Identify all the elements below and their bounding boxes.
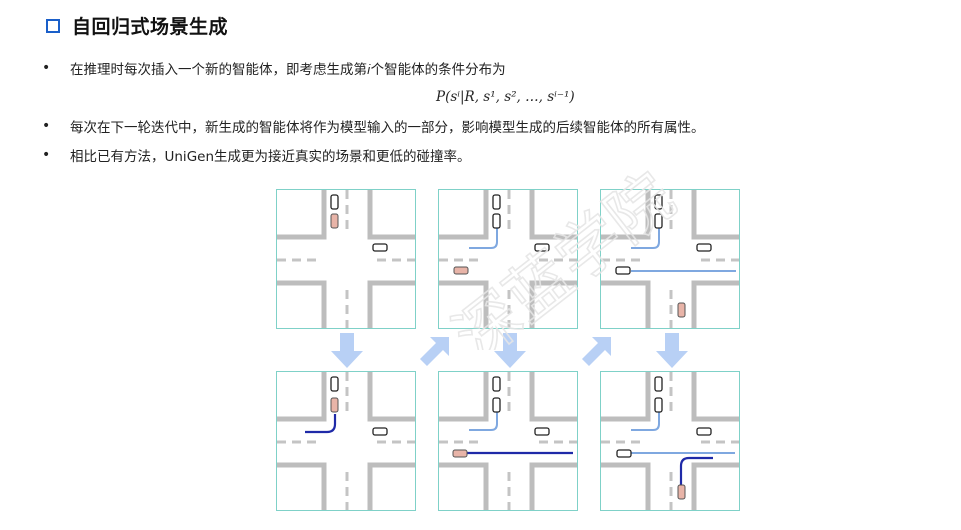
trajectory-icon bbox=[679, 456, 713, 485]
road-layout bbox=[277, 190, 415, 328]
bullet-text: 在推理时每次插入一个新的智能体，即考虑生成第𝑖个智能体的条件分布为 bbox=[70, 62, 506, 78]
road-layout bbox=[439, 190, 577, 328]
arrow-down-icon bbox=[656, 333, 688, 368]
car-icon bbox=[492, 213, 501, 229]
arrow-down-icon bbox=[494, 333, 526, 368]
road-layout bbox=[277, 372, 415, 510]
car-icon bbox=[534, 427, 550, 436]
car-icon bbox=[492, 194, 501, 210]
road-layout bbox=[601, 372, 739, 510]
car-icon bbox=[492, 397, 501, 413]
road-layout bbox=[439, 372, 577, 510]
new-agent-icon bbox=[677, 302, 686, 318]
car-icon bbox=[330, 194, 339, 210]
new-agent-icon bbox=[452, 449, 468, 458]
lane-dashes bbox=[439, 372, 577, 510]
previous-trajectory bbox=[469, 228, 498, 249]
previous-trajectory bbox=[631, 412, 660, 431]
square-bullet-icon bbox=[46, 18, 60, 33]
car-icon bbox=[616, 449, 632, 458]
lane-dashes bbox=[601, 190, 739, 328]
car-icon bbox=[654, 213, 663, 229]
arrow-up-right-icon bbox=[420, 337, 449, 366]
slide-title: 自回归式场景生成 bbox=[72, 16, 229, 38]
bullet-dot: • bbox=[42, 118, 51, 134]
car-icon bbox=[372, 243, 388, 252]
intersection-diagram bbox=[277, 190, 415, 328]
car-icon bbox=[696, 243, 712, 252]
intersection-diagram bbox=[439, 190, 577, 328]
new-agent-icon bbox=[453, 266, 469, 275]
arrow-down-icon bbox=[331, 333, 363, 368]
intersection-panel-3 bbox=[600, 189, 740, 329]
car-icon bbox=[654, 194, 663, 210]
lane-dashes bbox=[277, 190, 415, 328]
bullet-item-1: • 在推理时每次插入一个新的智能体，即考虑生成第𝑖个智能体的条件分布为 bbox=[42, 58, 506, 78]
new-agent-icon bbox=[330, 213, 339, 229]
bullet-text: 每次在下一轮迭代中，新生成的智能体将作为模型输入的一部分，影响模型生成的后续智能… bbox=[70, 120, 705, 136]
lane-dashes bbox=[601, 372, 739, 510]
car-icon bbox=[696, 427, 712, 436]
previous-trajectory bbox=[469, 412, 498, 431]
formula: P(sⁱ|R, s¹, s², …, sⁱ⁻¹) bbox=[436, 89, 575, 105]
intersection-panel-4 bbox=[276, 371, 416, 511]
bullet-text: 相比已有方法，UniGen生成更为接近真实的场景和更低的碰撞率。 bbox=[70, 149, 471, 165]
bullet-item-2: • 每次在下一轮迭代中，新生成的智能体将作为模型输入的一部分，影响模型生成的后续… bbox=[42, 116, 705, 136]
arrow-up-right-icon bbox=[582, 337, 611, 366]
intersection-panel-6 bbox=[600, 371, 740, 511]
car-icon bbox=[492, 376, 501, 392]
intersection-panel-2 bbox=[438, 189, 578, 329]
intersection-diagram bbox=[277, 372, 415, 510]
car-icon bbox=[615, 266, 631, 275]
slide-title-row: 自回归式场景生成 bbox=[46, 12, 228, 39]
intersection-panel-1 bbox=[276, 189, 416, 329]
car-icon bbox=[534, 243, 550, 252]
intersection-panel-5 bbox=[438, 371, 578, 511]
car-icon bbox=[330, 376, 339, 392]
road-layout bbox=[601, 190, 739, 328]
lane-dashes bbox=[439, 190, 577, 328]
car-icon bbox=[654, 376, 663, 392]
new-agent-icon bbox=[330, 397, 339, 413]
intersection-diagram bbox=[601, 372, 739, 510]
intersection-diagram bbox=[439, 372, 577, 510]
trajectory-icon bbox=[305, 414, 337, 434]
new-agent-icon bbox=[677, 484, 686, 500]
lane-dashes bbox=[277, 372, 415, 510]
bullet-dot: • bbox=[42, 60, 51, 76]
bullet-item-3: • 相比已有方法，UniGen生成更为接近真实的场景和更低的碰撞率。 bbox=[42, 145, 471, 165]
car-icon bbox=[372, 427, 388, 436]
car-icon bbox=[654, 397, 663, 413]
bullet-dot: • bbox=[42, 147, 51, 163]
intersection-diagram bbox=[601, 190, 739, 328]
previous-trajectory bbox=[631, 228, 660, 249]
